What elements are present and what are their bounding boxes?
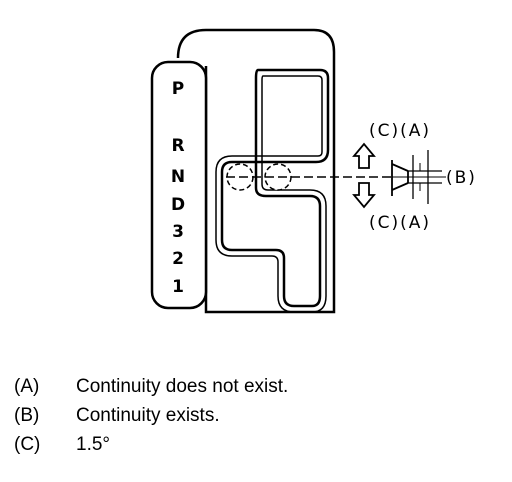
legend-item-b: (B) Continuity exists.: [14, 401, 504, 430]
legend: (A) Continuity does not exist. (B) Conti…: [14, 372, 504, 459]
callout-top: (C)(A): [369, 121, 431, 141]
legend-item-a: (A) Continuity does not exist.: [14, 372, 504, 401]
gate-slot-inner: [215, 75, 327, 313]
gear-label-n: N: [171, 167, 185, 187]
arrow-up-icon: [352, 142, 376, 169]
lever-housing-outline: [176, 28, 336, 314]
gear-indicator-plate: [150, 60, 208, 310]
gate-slot-outer: [220, 68, 330, 308]
legend-text: Continuity exists.: [76, 405, 220, 426]
legend-key: (A): [14, 376, 40, 397]
legend-key: (B): [14, 405, 40, 426]
legend-key: (C): [14, 434, 41, 455]
gear-label-p: P: [172, 79, 184, 99]
gear-label-d: D: [171, 195, 185, 215]
gear-label-1: 1: [172, 277, 184, 297]
arrow-down-icon: [352, 182, 376, 209]
legend-text: Continuity does not exist.: [76, 376, 289, 397]
tolerance-detail: [391, 150, 446, 204]
gear-label-2: 2: [172, 249, 184, 269]
legend-item-c: (C) 1.5°: [14, 430, 504, 459]
callout-bottom: (C)(A): [369, 213, 431, 233]
legend-text: 1.5°: [76, 434, 111, 455]
callout-side: (B): [446, 168, 477, 188]
shift-lever-diagram: P R N D 3 2 1 (C)(A) (B) (C)(A): [150, 28, 477, 314]
gear-label-r: R: [171, 136, 184, 156]
gear-label-3: 3: [172, 222, 184, 242]
